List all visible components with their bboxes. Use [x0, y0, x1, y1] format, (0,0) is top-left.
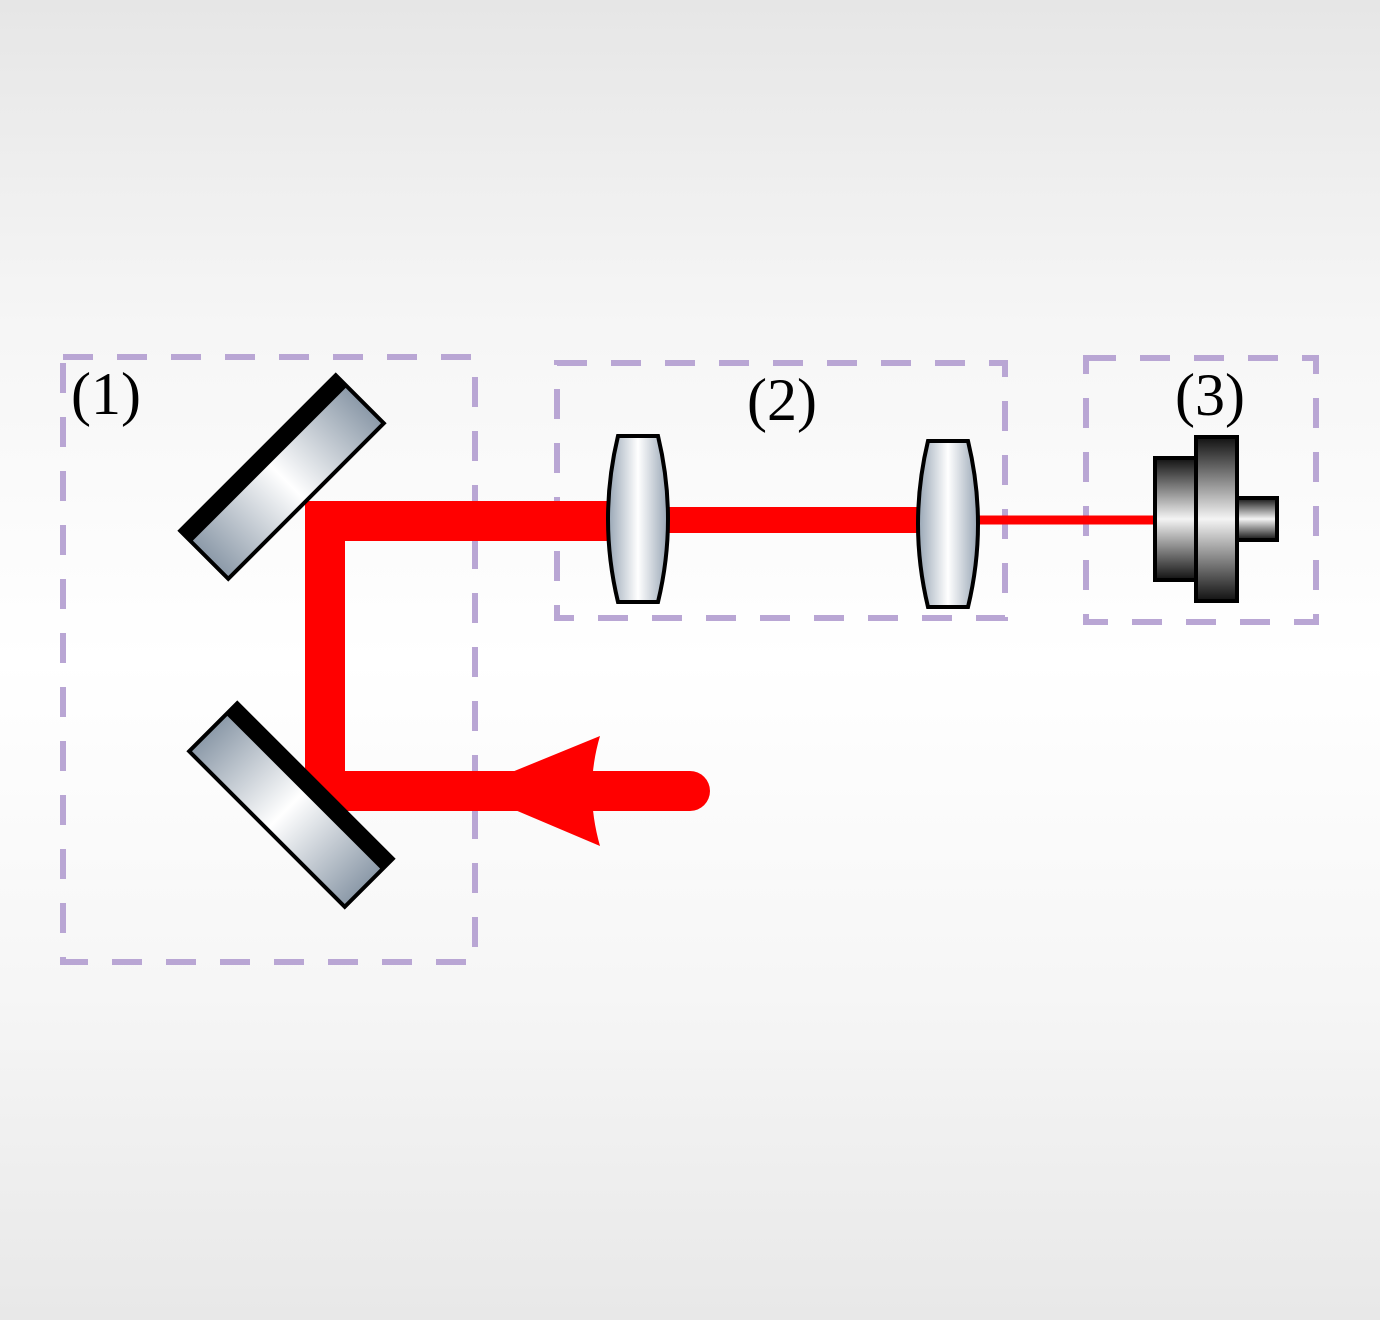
group-3-box	[1083, 355, 1319, 625]
group-1-box	[60, 354, 478, 965]
detector-body-left	[1153, 456, 1199, 582]
group-2-label: (2)	[747, 367, 817, 433]
lens-2	[916, 439, 980, 609]
group-2-box	[554, 360, 1008, 621]
mirror-lower	[186, 700, 396, 910]
detector-body-center	[1194, 435, 1239, 603]
mirror-lower-backing	[225, 703, 393, 871]
mirror-upper	[177, 372, 387, 582]
mirror-upper-backing	[180, 375, 348, 543]
laser-beam	[305, 501, 1156, 846]
mirror-upper-glass	[177, 372, 387, 582]
detector-connector	[1235, 496, 1279, 542]
beam-arrowhead	[468, 736, 600, 846]
lens-1	[606, 434, 670, 604]
group-1-label: (1)	[71, 361, 141, 427]
detector	[1153, 435, 1279, 603]
group-3-label: (3)	[1175, 362, 1245, 428]
